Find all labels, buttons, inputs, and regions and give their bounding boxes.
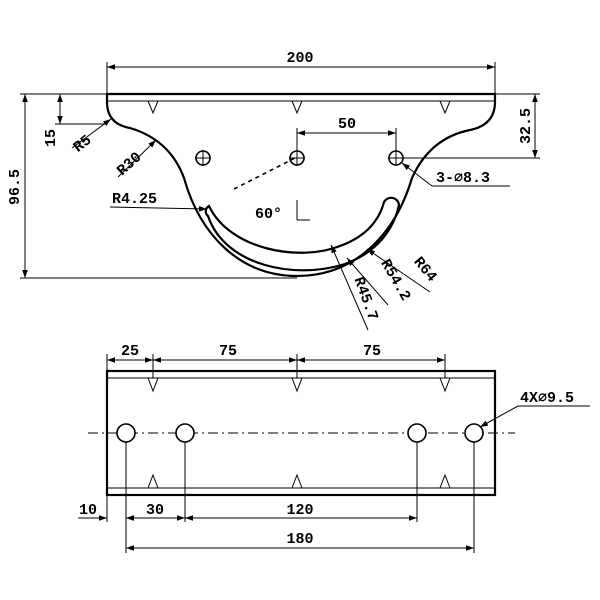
top-view-outline [105,92,497,278]
hole-centermarks [195,150,404,166]
leader-r30 [117,139,157,178]
dim-slot-end-radius: R4.25 [112,191,157,208]
bottom-hole-callout: 4X∅9.5 [520,390,574,407]
dim-center-spacing: 120 [286,502,313,519]
dim-mid-radius: R54.2 [376,257,413,304]
dim-overall-height: 96.5 [7,169,24,205]
leader-r64 [366,248,431,293]
curved-slot [204,196,401,272]
bottom-notches-bottom [147,473,451,489]
leader-bottom-hole-callout [479,405,519,428]
dim-fillet-radius: R5 [71,132,96,156]
bottom-view: 25 75 75 4X∅9.5 10 30 120 180 [78,343,590,553]
dim-right-offset: 32.5 [518,108,535,144]
top-hole-callout: 3-∅8.3 [436,170,490,187]
leader-r4-25 [109,206,208,212]
dim-flange-height: 15 [43,129,60,147]
top-view: 200 96.5 15 R5 R30 R4.25 50 32.5 3-∅8.3 [7,50,540,331]
dim-overall-width: 200 [286,50,313,67]
leader-r5 [71,118,112,149]
dim-outer-hole-span: 180 [286,531,313,548]
slot-angle-line [233,156,298,190]
bottom-hole-3 [407,423,427,443]
bottom-notches-top [147,377,451,393]
bottom-hole-1 [116,423,136,443]
bend-notch-middle [291,100,303,115]
leader-r45-7 [330,244,369,331]
dim-spacing-right: 75 [363,343,381,360]
dim-first-hole-offset: 10 [79,502,97,519]
bottom-hole-2 [175,423,195,443]
bend-notch-left [147,100,159,115]
leader-r54-2 [346,257,389,306]
dim-edge-offset: 25 [121,343,139,360]
dim-hole-pitch: 30 [146,502,164,519]
dim-spacing-left: 75 [219,343,237,360]
leader-hole-callout [401,162,433,187]
bend-notch-right [439,100,451,115]
angle-label: 60° [255,206,282,223]
dim-side-radius: R30 [114,149,145,180]
dim-hole-spacing: 50 [338,116,356,133]
